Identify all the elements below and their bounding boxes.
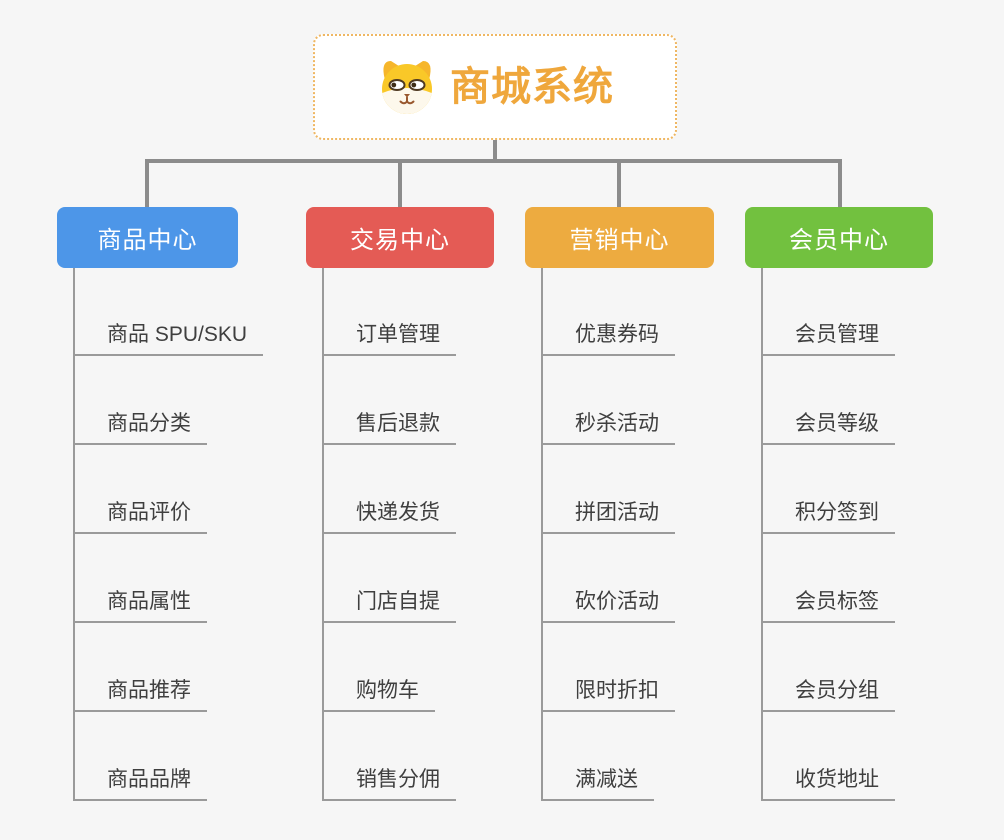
connector-stub-trade: [398, 159, 402, 207]
leaf-label: 会员标签: [761, 585, 895, 623]
leaf-node[interactable]: 限时折扣: [541, 623, 714, 712]
leaf-node[interactable]: 拼团活动: [541, 445, 714, 534]
connector-stub-product: [145, 159, 149, 207]
branch-leaves-marketing: 优惠券码 秒杀活动 拼团活动 砍价活动 限时折扣 满减送: [541, 268, 714, 801]
leaf-node[interactable]: 秒杀活动: [541, 356, 714, 445]
leaf-label: 拼团活动: [541, 496, 675, 534]
leaf-label: 商品品牌: [73, 763, 207, 801]
leaf-node[interactable]: 快递发货: [322, 445, 494, 534]
connector-stub-member: [838, 159, 842, 207]
leaf-node[interactable]: 商品品牌: [73, 712, 238, 801]
branch-node-marketing-center[interactable]: 营销中心: [525, 207, 714, 268]
leaf-node[interactable]: 满减送: [541, 712, 714, 801]
leaf-node[interactable]: 砍价活动: [541, 534, 714, 623]
leaf-label: 销售分佣: [322, 763, 456, 801]
leaf-node[interactable]: 商品 SPU/SKU: [73, 268, 264, 356]
leaf-label: 商品分类: [73, 407, 207, 445]
leaf-node[interactable]: 商品评价: [73, 445, 238, 534]
branch-marketing-center: 营销中心 优惠券码 秒杀活动 拼团活动 砍价活动 限时折扣 满减送: [525, 207, 714, 801]
leaf-label: 秒杀活动: [541, 407, 675, 445]
leaf-node[interactable]: 优惠券码: [541, 268, 714, 356]
branch-leaves-trade: 订单管理 售后退款 快递发货 门店自提 购物车 销售分佣: [322, 268, 494, 801]
branch-leaves-member: 会员管理 会员等级 积分签到 会员标签 会员分组 收货地址: [761, 268, 933, 801]
leaf-label: 优惠券码: [541, 318, 675, 356]
root-node-mall-system[interactable]: 商城系统: [313, 34, 677, 140]
leaf-node[interactable]: 会员管理: [761, 268, 933, 356]
leaf-label: 订单管理: [322, 318, 456, 356]
leaf-node[interactable]: 商品分类: [73, 356, 238, 445]
connector-stub-marketing: [617, 159, 621, 207]
leaf-node[interactable]: 会员标签: [761, 534, 933, 623]
branch-node-product-center[interactable]: 商品中心: [57, 207, 238, 268]
leaf-node[interactable]: 积分签到: [761, 445, 933, 534]
leaf-label: 会员分组: [761, 674, 895, 712]
leaf-label: 售后退款: [322, 407, 456, 445]
leaf-label: 快递发货: [322, 496, 456, 534]
branch-member-center: 会员中心 会员管理 会员等级 积分签到 会员标签 会员分组 收货地址: [745, 207, 933, 801]
leaf-node[interactable]: 门店自提: [322, 534, 494, 623]
leaf-node[interactable]: 收货地址: [761, 712, 933, 801]
leaf-label: 收货地址: [761, 763, 895, 801]
branch-trade-center: 交易中心 订单管理 售后退款 快递发货 门店自提 购物车 销售分佣: [306, 207, 494, 801]
connector-root-stem: [493, 139, 497, 161]
leaf-label: 限时折扣: [541, 674, 675, 712]
leaf-node[interactable]: 销售分佣: [322, 712, 494, 801]
leaf-label: 商品推荐: [73, 674, 207, 712]
leaf-node[interactable]: 会员分组: [761, 623, 933, 712]
leaf-node[interactable]: 订单管理: [322, 268, 494, 356]
leaf-node[interactable]: 会员等级: [761, 356, 933, 445]
root-title: 商城系统: [450, 65, 614, 109]
leaf-label: 门店自提: [322, 585, 456, 623]
leaf-label: 满减送: [541, 763, 654, 801]
leaf-label: 会员管理: [761, 318, 895, 356]
branch-node-trade-center[interactable]: 交易中心: [306, 207, 494, 268]
leaf-label: 积分签到: [761, 496, 895, 534]
leaf-label: 商品评价: [73, 496, 207, 534]
branch-leaves-product: 商品 SPU/SKU 商品分类 商品评价 商品属性 商品推荐 商品品牌: [73, 268, 264, 801]
leaf-label: 砍价活动: [541, 585, 675, 623]
leaf-node[interactable]: 商品属性: [73, 534, 238, 623]
leaf-label: 商品属性: [73, 585, 207, 623]
connector-horizontal: [145, 159, 842, 163]
branch-product-center: 商品中心 商品 SPU/SKU 商品分类 商品评价 商品属性 商品推荐 商品品牌: [57, 207, 264, 801]
leaf-node[interactable]: 购物车: [322, 623, 494, 712]
leaf-label: 商品 SPU/SKU: [73, 318, 264, 356]
leaf-node[interactable]: 商品推荐: [73, 623, 238, 712]
leaf-label: 购物车: [322, 674, 435, 712]
dog-icon: [382, 61, 432, 114]
branch-node-member-center[interactable]: 会员中心: [745, 207, 933, 268]
leaf-label: 会员等级: [761, 407, 895, 445]
leaf-node[interactable]: 售后退款: [322, 356, 494, 445]
